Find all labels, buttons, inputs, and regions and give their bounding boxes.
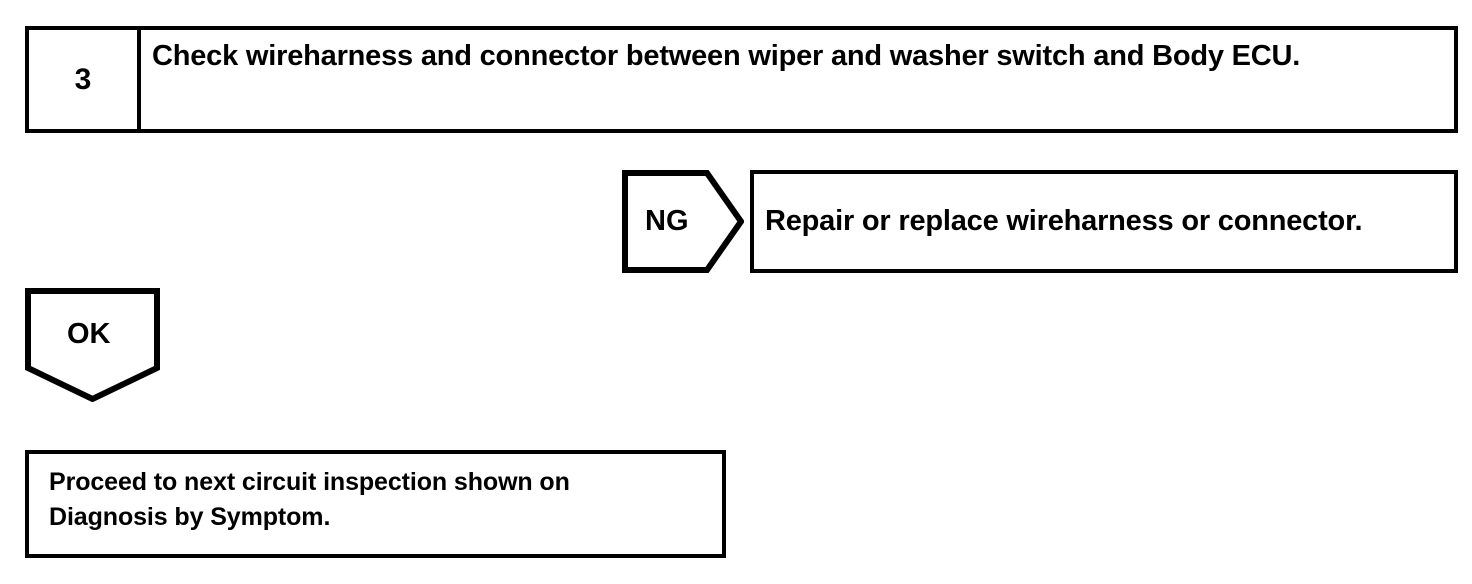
step-number-cell: 3 bbox=[29, 30, 141, 129]
step-instruction-text: Check wireharness and connector between … bbox=[152, 40, 1301, 72]
ng-result-text: Repair or replace wireharness or connect… bbox=[765, 205, 1363, 238]
step-number: 3 bbox=[74, 62, 92, 96]
ok-result-box: Proceed to next circuit inspection shown… bbox=[25, 450, 726, 558]
ng-pentagon-shape bbox=[622, 170, 744, 273]
ok-branch-label: OK bbox=[67, 318, 111, 350]
ok-result-text: Proceed to next circuit inspection shown… bbox=[49, 468, 570, 531]
step-box: 3 Check wireharness and connector betwee… bbox=[25, 26, 1458, 133]
ok-pentagon-shape bbox=[25, 288, 160, 402]
ng-result-box: Repair or replace wireharness or connect… bbox=[750, 170, 1458, 273]
step-instruction-cell: Check wireharness and connector between … bbox=[141, 30, 1454, 129]
ng-branch-label: NG bbox=[645, 205, 689, 237]
